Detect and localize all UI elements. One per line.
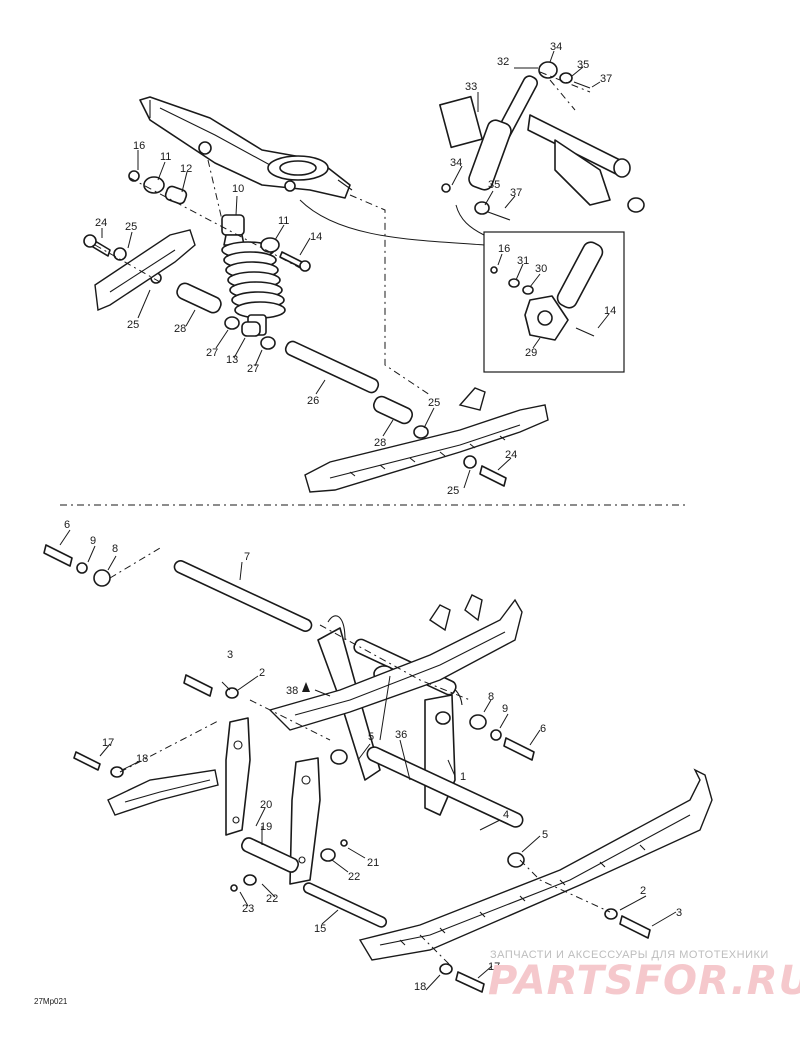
callout-27: 27 [206, 347, 218, 359]
diagram-code: 27Mp021 [34, 997, 68, 1006]
callout-6: 6 [64, 519, 70, 531]
callout-23: 23 [242, 903, 254, 915]
callout-16: 16 [133, 140, 145, 152]
leader-lines [59, 50, 677, 991]
cross-shaft-top [284, 340, 507, 487]
callout-12: 12 [180, 163, 192, 175]
callout-16b: 16 [498, 243, 510, 255]
callout-30: 30 [535, 263, 547, 275]
callout-28b: 28 [374, 437, 386, 449]
front-links [73, 717, 388, 928]
callout-15: 15 [314, 923, 326, 935]
callout-14b: 14 [604, 305, 616, 317]
callout-22: 22 [348, 871, 360, 883]
callout-24: 24 [95, 217, 107, 229]
callout-2: 2 [259, 667, 265, 679]
callouts: 34 32 35 37 33 34 35 37 16 11 12 10 11 1… [64, 41, 682, 993]
callout-27b: 27 [247, 363, 259, 375]
callout-25: 25 [125, 221, 137, 233]
callout-19: 19 [260, 821, 272, 833]
callout-32: 32 [497, 56, 509, 68]
callout-13: 13 [226, 354, 238, 366]
callout-21: 21 [367, 857, 379, 869]
top-slide-rail [304, 387, 549, 493]
callout-17b: 17 [488, 961, 500, 973]
callout-35b: 35 [488, 179, 500, 191]
callout-37b: 37 [510, 187, 522, 199]
callout-4: 4 [503, 809, 509, 821]
callout-34b: 34 [450, 157, 462, 169]
callout-6b: 6 [540, 723, 546, 735]
callout-34: 34 [550, 41, 562, 53]
callout-7: 7 [244, 551, 250, 563]
callout-11: 11 [160, 151, 171, 163]
callout-5: 5 [368, 731, 374, 743]
callout-8: 8 [112, 543, 118, 555]
callout-9: 9 [90, 535, 96, 547]
front-arm-assembly [139, 96, 353, 199]
top-left-rail [94, 229, 196, 312]
bottom-right-rail [358, 768, 713, 993]
callout-24b: 24 [505, 449, 517, 461]
callout-18b: 18 [414, 981, 426, 993]
callout-11b: 11 [278, 215, 289, 227]
callout-37: 37 [600, 73, 612, 85]
callout-25c: 25 [428, 397, 440, 409]
callout-18: 18 [136, 753, 148, 765]
callout-26: 26 [307, 395, 319, 407]
callout-25d: 25 [447, 485, 459, 497]
watermark-brand: PARTSFOR.RU [488, 958, 800, 1004]
cross-shaft-4 [330, 746, 651, 939]
watermark-tagline: ЗАПЧАСТИ И АКСЕССУАРЫ ДЛЯ МОТОТЕХНИКИ [490, 949, 769, 961]
callout-31: 31 [517, 255, 529, 267]
callout-29: 29 [525, 347, 537, 359]
callout-3: 3 [227, 649, 233, 661]
upper-frame-rail [268, 594, 523, 731]
rear-cross-shaft-7 [43, 544, 313, 632]
callout-22b: 22 [266, 893, 278, 905]
callout-1: 1 [460, 771, 466, 783]
callout-3b: 3 [676, 907, 682, 919]
callout-28: 28 [174, 323, 186, 335]
callout-20: 20 [260, 799, 272, 811]
callout-10: 10 [232, 183, 244, 195]
callout-8b: 8 [488, 691, 494, 703]
detail-inset [299, 199, 625, 373]
callout-2b: 2 [640, 885, 646, 897]
callout-9b: 9 [502, 703, 508, 715]
bottom-left-rail [107, 769, 219, 816]
callout-17: 17 [102, 737, 114, 749]
callout-35: 35 [577, 59, 589, 71]
callout-33: 33 [465, 81, 477, 93]
rear-arm-assembly [439, 61, 645, 221]
callout-25b: 25 [127, 319, 139, 331]
shock-absorber [221, 214, 286, 336]
callout-38: 38 [286, 685, 298, 697]
callout-14: 14 [310, 231, 322, 243]
callout-5b: 5 [542, 829, 548, 841]
callout-36: 36 [395, 729, 407, 741]
